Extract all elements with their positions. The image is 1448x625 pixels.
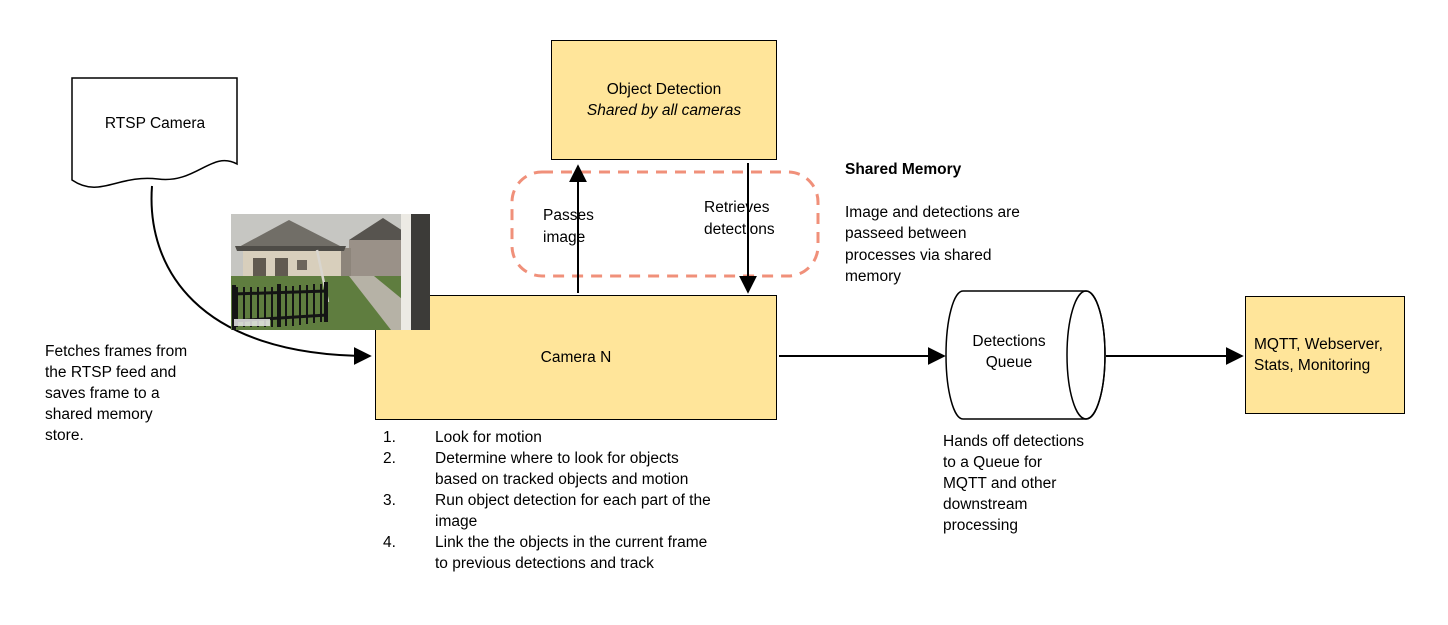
note-shared-memory: Shared Memory Image and detections are p… [845, 137, 1070, 309]
object-detection-subtitle: Shared by all cameras [586, 102, 742, 119]
note-queue-handoff: Hands off detections to a Queue for MQTT… [943, 433, 1085, 534]
shared-memory-title: Shared Memory [845, 160, 962, 178]
rtsp-camera-document-shape [71, 77, 238, 188]
node-outputs: MQTT, Webserver, Stats, Monitoring [1245, 296, 1405, 414]
shared-memory-body: Image and detections are passeed between… [845, 203, 1020, 286]
camera-step-2: Determine where to look for objects base… [383, 448, 689, 488]
note-fetch-frames: Fetches frames from the RTSP feed and sa… [45, 343, 188, 444]
camera-n-label: Camera N [540, 349, 612, 366]
camera-step-1: Look for motion [383, 427, 542, 448]
camera-snapshot-image [231, 214, 430, 330]
detections-queue-label: Detections Queue [972, 333, 1046, 371]
camera-step-4: Link the the objects in the current fram… [383, 532, 708, 572]
arrow-rtsp-to-camera [150, 185, 372, 365]
node-object-detection: Object Detection Shared by all cameras [551, 40, 777, 160]
detections-queue-cylinder [945, 290, 1106, 420]
shared-memory-dashed-outline [510, 170, 820, 278]
rtsp-camera-label: RTSP Camera [104, 115, 206, 132]
camera-step-3: Run object detection for each part of th… [383, 490, 711, 530]
label-retrieves-detections: Retrieves detections [704, 199, 775, 238]
node-camera-n: Camera N [375, 295, 777, 420]
object-detection-title: Object Detection [606, 81, 722, 98]
camera-steps-list: Look for motion Determine where to look … [383, 427, 803, 574]
label-passes-image: Passes image [543, 207, 594, 246]
